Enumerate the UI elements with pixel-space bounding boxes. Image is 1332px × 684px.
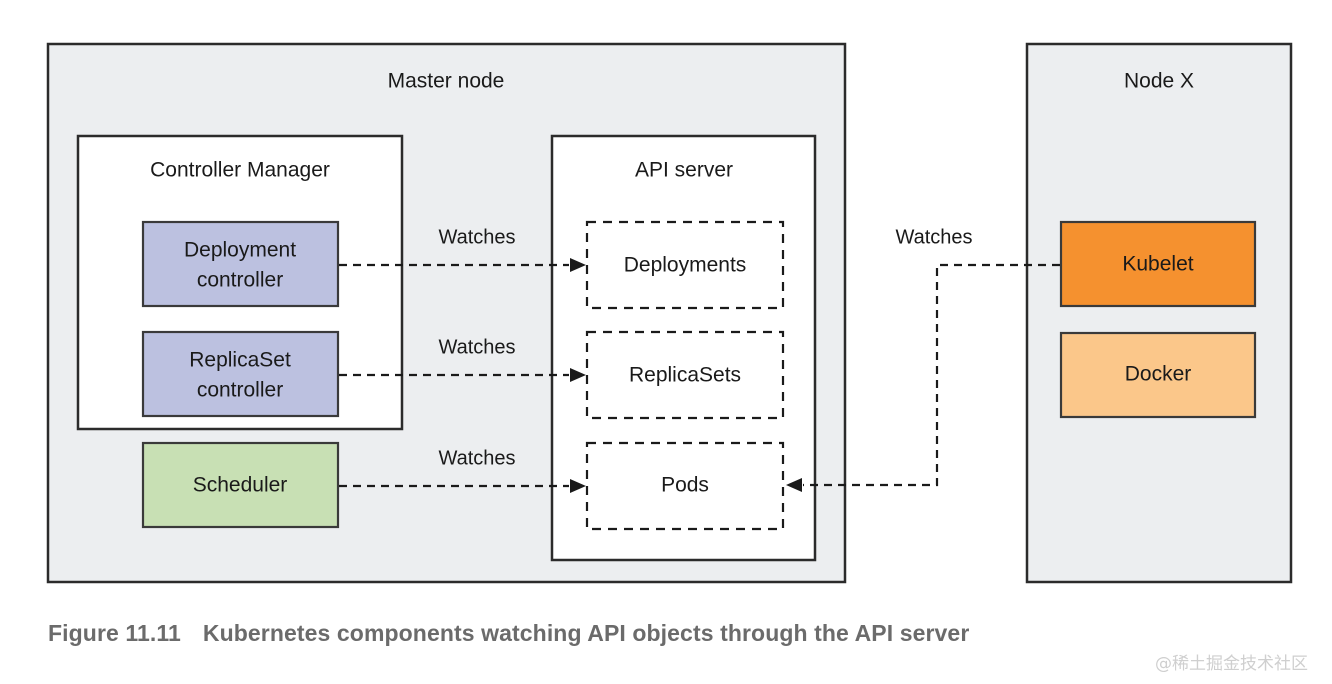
figure-number: Figure 11.11 <box>48 620 181 646</box>
deployment-controller-node[interactable]: Deployment controller <box>141 220 340 308</box>
api-server-container: API server Deployments ReplicaSets Pods <box>550 134 817 562</box>
api-server-title: API server <box>635 159 733 182</box>
scheduler-node[interactable]: Scheduler <box>141 441 340 529</box>
figure-caption: Figure 11.11 Kubernetes components watchi… <box>48 620 1288 647</box>
deployments-object[interactable]: Deployments <box>585 220 785 310</box>
figure-caption-text: Kubernetes components watching API objec… <box>202 620 970 646</box>
replicaset-controller-label-line2: controller <box>197 379 283 402</box>
edge-label-kubelet-watches: Watches <box>895 226 972 248</box>
arrow-head-replicaset <box>570 368 586 382</box>
edge-label-scheduler-watches: Watches <box>438 447 515 469</box>
edge-path-kubelet <box>803 263 1060 487</box>
deployment-controller-label-line1: Deployment <box>184 239 296 262</box>
controller-manager-container: Controller Manager Deployment controller… <box>76 134 404 431</box>
pods-rect[interactable] <box>585 441 785 531</box>
worker-node-rect <box>1025 42 1293 584</box>
worker-node-container: Node X Kubelet Docker <box>1025 42 1293 584</box>
edge-deployment-controller-to-deployments: Watches <box>339 226 586 272</box>
pods-label: Pods <box>661 474 709 497</box>
arrow-head-deployment <box>570 258 586 272</box>
edge-label-deployment-watches: Watches <box>438 226 515 248</box>
worker-node-title: Node X <box>1124 70 1194 93</box>
replicaset-controller-node[interactable]: ReplicaSet controller <box>141 330 340 418</box>
replicaset-controller-label-line1: ReplicaSet <box>189 349 291 372</box>
edge-scheduler-to-pods: Watches <box>339 447 586 493</box>
kubelet-label: Kubelet <box>1122 253 1193 276</box>
arrow-head-scheduler <box>570 479 586 493</box>
watermark: @稀土掘金技术社区 <box>1155 654 1308 674</box>
edge-kubelet-to-pods: Watches <box>786 226 1060 492</box>
deployment-controller-label-line2: controller <box>197 269 283 292</box>
deployments-rect[interactable] <box>585 220 785 310</box>
replicasets-object[interactable]: ReplicaSets <box>585 330 785 420</box>
edge-replicaset-controller-to-replicasets: Watches <box>339 336 586 382</box>
arrow-head-kubelet <box>786 478 802 492</box>
deployments-label: Deployments <box>624 254 747 277</box>
scheduler-rect[interactable] <box>141 441 340 529</box>
kubelet-rect[interactable] <box>1059 220 1257 308</box>
kubelet-node[interactable]: Kubelet <box>1059 220 1257 308</box>
docker-rect[interactable] <box>1059 331 1257 419</box>
edge-label-replicaset-watches: Watches <box>438 336 515 358</box>
docker-label: Docker <box>1125 363 1192 386</box>
deployment-controller-rect[interactable] <box>141 220 340 308</box>
docker-node[interactable]: Docker <box>1059 331 1257 419</box>
replicasets-label: ReplicaSets <box>629 364 741 387</box>
pods-object[interactable]: Pods <box>585 441 785 531</box>
replicaset-controller-rect[interactable] <box>141 330 340 418</box>
controller-manager-title: Controller Manager <box>150 159 330 182</box>
scheduler-label: Scheduler <box>193 474 288 497</box>
replicasets-rect[interactable] <box>585 330 785 420</box>
master-node-title: Master node <box>388 70 505 93</box>
